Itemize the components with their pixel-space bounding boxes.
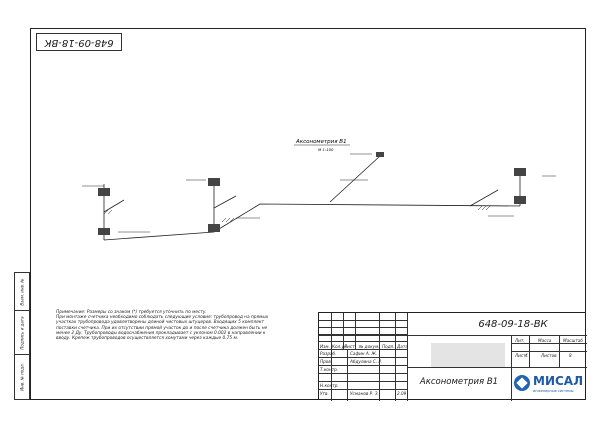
tb-name: Усманов Р. З.	[350, 391, 379, 396]
tb-rule	[319, 334, 407, 335]
redacted-area	[431, 343, 505, 367]
hatch	[103, 209, 113, 215]
company-tagline: инженерные системы	[533, 389, 574, 393]
tb-rule	[319, 365, 407, 366]
tb-rule	[319, 381, 407, 382]
tb-rule	[379, 313, 380, 401]
tb-role: Разраб.	[320, 351, 337, 356]
fitting	[514, 168, 526, 176]
tb-rule	[407, 313, 408, 401]
branch-diagonal	[329, 155, 381, 203]
view-title: Аксонометрия В1 М 1:100	[294, 139, 350, 152]
hatch	[221, 217, 235, 223]
tb-rule	[343, 313, 344, 349]
tb-rule	[319, 335, 587, 336]
tb-rule	[559, 335, 560, 367]
drawing-code: 648-09-18-ВК	[478, 319, 548, 330]
tb-header: Дата	[397, 344, 408, 349]
tb-stage-header: Масштаб	[563, 338, 583, 343]
note-line: Примечание: Размеры со знаком (*) требуе…	[56, 310, 207, 315]
note-line: При монтаже счетчика необходимо соблюдат…	[56, 315, 269, 321]
tb-rule	[511, 343, 587, 344]
tb-role: Пров.	[320, 359, 333, 364]
tb-sheet-value: 4	[525, 353, 528, 358]
tb-sheet-label: Лист	[515, 353, 526, 358]
logo-icon	[514, 375, 530, 391]
branch-right	[469, 189, 499, 207]
fitting	[376, 152, 384, 157]
note-line: участках трубопровода удовлетворены длин…	[56, 320, 264, 326]
tb-header: Лист	[344, 344, 355, 349]
drawing-title: Аксонометрия В1	[419, 377, 499, 387]
side-cell-2: Подпись и дата	[15, 311, 29, 355]
fitting	[98, 228, 110, 235]
tb-rule	[511, 335, 512, 401]
tb-header: Изм.	[320, 344, 330, 349]
tb-header: Кол.уч	[332, 344, 347, 349]
tb-rule	[319, 320, 407, 321]
tb-rule	[511, 351, 587, 352]
tb-name: Абдулина С. Р.	[350, 359, 383, 364]
view-scale-text: М 1:100	[318, 147, 334, 152]
tb-rule	[355, 313, 356, 349]
main-pipe	[103, 231, 215, 241]
tb-stage-header: Масса	[538, 338, 552, 343]
tb-name: Сафин А. Ж.	[350, 351, 378, 356]
fitting	[208, 178, 220, 186]
tb-role: Т.контр.	[320, 367, 339, 372]
tb-role: Н.контр.	[320, 383, 339, 388]
company-name: МИСАЛ	[533, 374, 584, 388]
tb-rule	[319, 373, 407, 374]
title-block: 648-09-18-ВК Изм. Кол.уч Лист № докум. П…	[318, 312, 587, 401]
side-strip: Взам. инв. № Подпись и дата Инв. № подл.	[14, 272, 30, 400]
tb-sheets-value: 8	[569, 353, 572, 358]
tb-date: 2.09	[397, 391, 407, 396]
tb-rule	[319, 357, 407, 358]
fittings	[98, 152, 526, 235]
fitting	[98, 188, 110, 196]
main-pipe	[213, 203, 521, 233]
tb-rule	[395, 313, 396, 401]
tb-stage-header: Лит.	[515, 338, 525, 343]
tb-rule	[319, 341, 407, 342]
tb-rule	[319, 349, 407, 350]
notes-block: Примечание: Размеры со знаком (*) требуе…	[56, 310, 310, 341]
pipe-lines	[103, 155, 521, 241]
hatch	[477, 205, 491, 211]
note-line: вводу. Крепеж трубопроводов осуществляет…	[56, 336, 239, 342]
company-logo: МИСАЛ инженерные системы	[513, 371, 585, 399]
slope-hatching	[103, 205, 491, 223]
tb-rule	[407, 367, 587, 368]
fitting	[208, 224, 220, 232]
view-title-text: Аксонометрия В1	[295, 139, 347, 145]
note-line: поставки счетчика. При их отсутствии пря…	[56, 325, 268, 331]
tb-header: № докум.	[359, 344, 380, 349]
side-cell-3: Взам. инв. №	[15, 273, 29, 311]
fitting	[514, 196, 526, 204]
tb-sheets-label: Листов	[541, 353, 557, 358]
tb-rule	[319, 389, 407, 390]
drawing-frame	[30, 28, 586, 400]
note-line: менее 2 Ду. Трубопроводы водоснабжения п…	[56, 330, 266, 336]
branch-mid	[213, 195, 237, 209]
tb-role: Утв.	[320, 391, 329, 396]
leader-lines	[82, 153, 556, 233]
tb-rule	[319, 327, 407, 328]
tb-rule	[529, 335, 530, 367]
tb-header: Подп.	[382, 344, 395, 349]
tb-rule	[347, 349, 348, 401]
branch-left	[103, 199, 125, 213]
tb-rule	[331, 313, 332, 401]
